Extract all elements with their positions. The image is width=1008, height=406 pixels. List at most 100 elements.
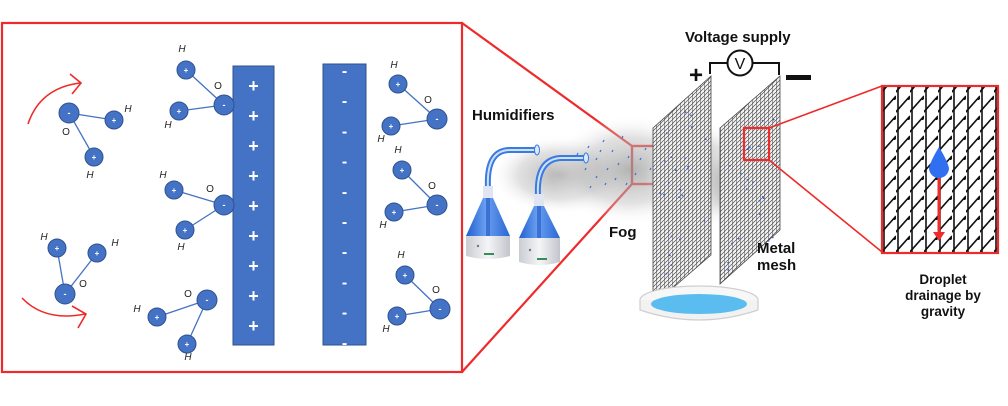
hydrogen-charge: + [172,186,177,195]
oxygen-atom [426,194,448,216]
mesh-droplet [727,261,729,264]
hydrogen-label: H [377,134,385,145]
oxygen-charge: - [68,108,71,118]
mesh-droplet [762,195,764,198]
hydrogen-label: H [159,170,167,181]
metal-mesh-label-line1: Metal [757,240,795,257]
mesh-droplet [752,181,754,184]
droplet-icon [929,147,949,178]
oxygen-charge: - [439,304,442,314]
fog-droplet [644,147,647,151]
mesh-droplet [749,146,751,149]
hydrogen-charge: + [55,244,60,253]
humidifier-1 [466,144,540,259]
positive-charge-mark: + [248,76,259,96]
collected-water [651,294,747,314]
mesh-droplet [681,194,684,197]
hydrogen-charge: + [400,166,405,175]
hydrogen-atom [384,202,404,222]
mesh-droplet [665,272,668,275]
mesh-droplet [690,114,692,117]
oxygen-charge: - [206,295,209,305]
hydrogen-charge: + [95,249,100,258]
hydrogen-atom [104,110,124,130]
oxygen-charge: - [223,200,226,210]
positive-electrode: +++++++++ [232,65,275,346]
positive-charge-mark: + [248,316,259,336]
negative-charge-mark: - [342,244,347,261]
water-molecules: +H+H-O+H+H-O+H+H-O+H+H-O+H+H-O+H+H-O+H+H… [40,44,451,363]
mesh-droplet [761,119,764,122]
mesh-droplet [727,269,729,271]
positive-charge-mark: + [248,136,259,156]
fog-droplet [604,182,607,186]
fog-droplet [595,175,598,179]
hydrogen-label: H [124,104,132,115]
water-molecule: +H+H-O [382,250,451,335]
oxygen-label: O [428,181,436,192]
fog-droplet [599,149,602,153]
hydrogen-label: H [390,60,398,71]
negative-electrode: ---------- [322,63,367,352]
fog-droplet [584,167,587,171]
mesh-droplet [667,182,670,184]
mesh-droplet [771,236,774,239]
fog-droplet [639,157,642,161]
fog-droplet [634,172,637,176]
hydrogen-charge: + [403,271,408,280]
hydrogen-atom [87,243,107,263]
fog-droplet [649,167,652,171]
hydrogen-charge: + [389,122,394,131]
fog-droplet [606,167,609,171]
mesh-droplet [684,157,687,160]
fog-droplet [621,135,624,139]
mesh-droplet [670,235,673,238]
mesh-droplet [772,118,775,121]
water-molecule: +H+H-O [40,232,119,305]
mesh-droplet [687,165,689,168]
oxygen-label: O [432,285,440,296]
droplet-zoom-panel [880,84,1000,255]
voltmeter-icon [726,49,754,77]
oxygen-charge: - [436,200,439,210]
oxygen-atom [196,289,218,311]
mesh-droplet [663,160,666,162]
positive-charge-mark: + [248,196,259,216]
hydrogen-label: H [177,242,185,253]
negative-charge-mark: - [342,305,347,322]
water-molecule: +H+H-O [379,145,448,231]
oxygen-label: O [424,95,432,106]
hydrogen-atom [177,334,197,354]
humidifier-2 [519,152,589,265]
water-molecule: +H+H-O [164,44,235,131]
humidifiers-label: Humidifiers [472,107,555,124]
hydrogen-atom [387,306,407,326]
droplet-label-line2: drainage by [905,288,981,303]
mesh-droplet [669,254,671,257]
positive-charge-mark: + [248,166,259,186]
positive-charge-mark: + [248,256,259,276]
mesh-droplet [704,138,707,141]
fog-droplet [625,182,628,186]
minus-terminal-icon [786,75,811,80]
mesh-droplet [684,111,687,114]
voltage-supply-label: Voltage supply [685,29,791,46]
hydrogen-label: H [178,44,186,55]
hydrogen-charge: + [177,107,182,116]
oxygen-atom [213,94,235,116]
negative-charge-mark: - [342,184,347,201]
hydrogen-label: H [164,120,172,131]
oxygen-label: O [79,279,87,290]
fog-droplet [627,155,630,159]
hydrogen-charge: + [112,116,117,125]
hydrogen-label: H [382,324,390,335]
fog-droplet [602,139,605,143]
plus-terminal: + [689,62,703,89]
negative-charge-mark: - [342,335,347,352]
mesh-droplet [674,169,677,172]
water-molecule: +H+H-O [58,102,132,181]
oxygen-label: O [184,289,192,300]
mesh-droplet [767,240,770,242]
hydrogen-atom [395,265,415,285]
hydrogen-label: H [86,170,94,181]
